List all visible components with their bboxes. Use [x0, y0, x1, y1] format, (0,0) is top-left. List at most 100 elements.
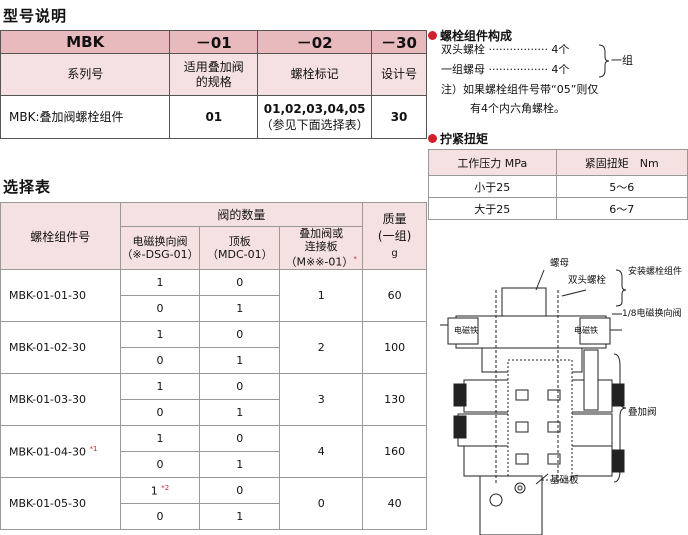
header-top-plate: 顶板 （MDC-01） [199, 226, 281, 270]
header-top-plate-code: （MDC-01） [207, 248, 273, 261]
code-design: －30 [371, 30, 427, 54]
torque-header-torque: 紧固扭矩 Nm [555, 149, 688, 176]
bolt-kit-name: MBK-01-02-30 [0, 321, 121, 374]
stack-count: 1 [279, 269, 364, 322]
header-stack-label: 叠加阀或 [299, 227, 344, 241]
label-solenoid-valve: 1/8电磁换向阀 [622, 306, 682, 319]
table-row: 大于25 6～7 [428, 197, 688, 220]
top-plate-count: 0 [199, 477, 281, 504]
value-bolt-list: 01,02,03,04,05 [263, 102, 366, 116]
torque-pressure: 小于25 [428, 175, 557, 198]
torque-header-pressure: 工作压力 MPa [428, 149, 557, 176]
label-solenoid-valve-prefix: 1/8 [622, 309, 637, 319]
header-mass-g: g [391, 247, 398, 259]
bolt-kit-name: MBK-01-05-30 [0, 477, 121, 530]
header-mass-unit: (一组) [377, 228, 412, 243]
header-stack-code-wrap: （M※※-01）* [280, 253, 362, 269]
composition-line-2: 一组螺母 ················· 4个 [441, 63, 570, 76]
header-stack: 叠加阀或 连接板 （M※※-01）* [279, 226, 364, 270]
solenoid-count: 1 [119, 269, 201, 296]
table-row: MBK-01-01-30 1 0 1 60 [0, 269, 427, 322]
footnote-mark: *1 [89, 444, 98, 453]
table-row: 小于25 5～6 [428, 175, 688, 198]
model-code-table: MBK －01 －02 －30 系列号 适用叠加阀 的规格 螺栓标记 设计号 M… [0, 30, 427, 139]
top-plate-count: 0 [199, 373, 281, 400]
composition-line-1: 双头螺栓 ················· 4个 [441, 43, 570, 56]
composition-group: 一组 [611, 54, 633, 67]
composition-note-2: 有4个内六角螺栓。 [470, 102, 565, 115]
table-row: MBK-01-05-30 1 *2 0 0 40 [0, 477, 427, 530]
solenoid-count: 0 [119, 451, 201, 478]
solenoid-count: 0 [119, 295, 201, 322]
label-coil-left: 电磁铁 [454, 326, 478, 335]
top-plate-count: 1 [199, 347, 281, 374]
stack-count: 2 [279, 321, 364, 374]
label-design: 设计号 [371, 53, 427, 96]
selection-section-title: 选择表 [3, 178, 52, 196]
table-row: 0 1 [1, 399, 427, 426]
table-row: MBK-01-04-30 *1 1 0 4 160 [0, 425, 427, 478]
bolt-kit-name-cell: MBK-01-04-30 *1 [0, 425, 121, 478]
value-bolt: 01,02,03,04,05 （参见下面选择表） [257, 95, 373, 139]
value-bolt-note: （参见下面选择表） [260, 118, 369, 132]
header-stack-star: * [353, 255, 357, 264]
table-row: MBK-01-02-30 1 0 2 100 [0, 321, 427, 374]
header-solenoid-code: （※-DSG-01） [121, 248, 199, 261]
solenoid-count: 0 [119, 399, 201, 426]
composition-note-1: 注）如果螺栓组件号带“05”则仅 [441, 83, 599, 96]
header-valve-count: 阀的数量 [119, 202, 364, 227]
torque-title: 拧紧扭矩 [428, 130, 488, 147]
bolt-kit-name: MBK-01-03-30 [0, 373, 121, 426]
header-bolt-kit: 螺栓组件号 [0, 202, 121, 270]
assembly-diagram: 螺母 双头螺栓 安装螺栓组件 1/8电磁换向阀 电磁铁 电磁铁 叠加阀 基础板 [436, 250, 688, 535]
label-stack-valve: 叠加阀 [628, 407, 657, 418]
table-row: MBK-01-03-30 1 0 3 130 [0, 373, 427, 426]
header-stack-code: （M※※-01） [285, 255, 354, 269]
solenoid-count: 1 [119, 425, 201, 452]
label-kit: 安装螺栓组件 [628, 267, 683, 277]
mass-value: 160 [362, 425, 427, 478]
bullet-dot-icon [428, 134, 437, 143]
top-plate-count: 0 [199, 269, 281, 296]
mass-value: 130 [362, 373, 427, 426]
header-solenoid-label: 电磁换向阀 [132, 235, 188, 248]
header-solenoid: 电磁换向阀 （※-DSG-01） [119, 226, 201, 270]
solenoid-count: 1 [119, 321, 201, 348]
table-row: 0 1 [1, 503, 427, 530]
torque-table: 工作压力 MPa 紧固扭矩 Nm 小于25 5～6 大于25 6～7 [428, 149, 688, 220]
top-plate-count: 0 [199, 321, 281, 348]
mass-value: 100 [362, 321, 427, 374]
label-coil-right: 电磁铁 [574, 326, 598, 335]
label-solenoid-valve-text: 电磁换向阀 [636, 309, 682, 319]
value-series: MBK:叠加阀螺栓组件 [0, 95, 171, 139]
mass-value: 40 [362, 477, 427, 530]
composition-title-text: 螺栓组件构成 [440, 29, 513, 43]
composition-title: 螺栓组件构成 [428, 27, 512, 44]
torque-pressure: 大于25 [428, 197, 557, 220]
top-plate-count: 0 [199, 425, 281, 452]
header-top-plate-label: 顶板 [228, 235, 251, 248]
top-plate-count: 1 [199, 295, 281, 322]
label-base-plate: 基础板 [550, 475, 579, 486]
bolt-kit-name: MBK-01-01-30 [0, 269, 121, 322]
footnote-mark: *2 [161, 483, 170, 492]
label-series: 系列号 [0, 53, 171, 96]
code-bolt: －02 [257, 30, 373, 54]
top-plate-count: 1 [199, 503, 281, 530]
value-design: 30 [371, 95, 427, 139]
code-series: MBK [0, 30, 171, 54]
bolt-kit-name: MBK-01-04-30 [9, 445, 86, 459]
label-nut: 螺母 [550, 258, 570, 269]
torque-value: 5～6 [555, 175, 688, 198]
header-mass: 质量 (一组) g [362, 202, 427, 270]
code-spec: －01 [169, 30, 259, 54]
solenoid-count: 1 [150, 484, 158, 498]
label-stud: 双头螺栓 [568, 275, 607, 286]
mass-value: 60 [362, 269, 427, 322]
torque-value: 6～7 [555, 197, 688, 220]
bullet-dot-icon [428, 31, 437, 40]
solenoid-count-cell: 1 *2 [119, 477, 201, 504]
stack-count: 4 [279, 425, 364, 478]
model-section-title: 型号说明 [3, 7, 68, 25]
top-plate-count: 1 [199, 451, 281, 478]
